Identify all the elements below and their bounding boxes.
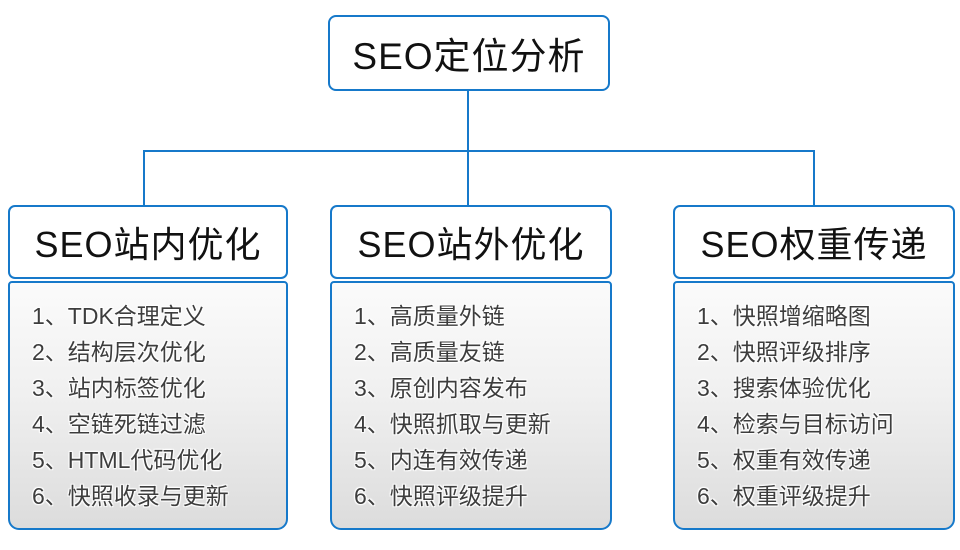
branch-onsite-list: 1、TDK合理定义 2、结构层次优化 3、站内标签优化 4、空链死链过滤 5、H…	[8, 281, 288, 530]
branch-weight-list: 1、快照增缩略图 2、快照评级排序 3、搜索体验优化 4、检索与目标访问 5、权…	[673, 281, 955, 530]
branch-offsite-header: SEO站外优化	[330, 205, 612, 279]
list-item: 3、搜索体验优化	[697, 375, 871, 401]
branch-weight-header: SEO权重传递	[673, 205, 955, 279]
branch-offsite-list: 1、高质量外链 2、高质量友链 3、原创内容发布 4、快照抓取与更新 5、内连有…	[330, 281, 612, 530]
branch-onsite-items: 1、TDK合理定义 2、结构层次优化 3、站内标签优化 4、空链死链过滤 5、H…	[32, 298, 280, 514]
list-item: 6、快照评级提升	[354, 483, 528, 509]
list-item: 2、高质量友链	[354, 339, 505, 365]
branch-offsite-items: 1、高质量外链 2、高质量友链 3、原创内容发布 4、快照抓取与更新 5、内连有…	[354, 298, 604, 514]
connector-drop-center	[467, 152, 469, 205]
branch-onsite-title: SEO站内优化	[34, 224, 262, 265]
list-item: 1、快照增缩略图	[697, 303, 871, 329]
list-item: 6、快照收录与更新	[32, 483, 229, 509]
connector-root-drop	[467, 91, 469, 152]
list-item: 1、高质量外链	[354, 303, 505, 329]
connector-drop-left	[143, 152, 145, 205]
connector-drop-right	[813, 152, 815, 205]
branch-onsite-header: SEO站内优化	[8, 205, 288, 279]
list-item: 1、TDK合理定义	[32, 303, 206, 329]
list-item: 5、HTML代码优化	[32, 447, 223, 473]
branch-offsite-title: SEO站外优化	[357, 224, 585, 265]
list-item: 2、快照评级排序	[697, 339, 871, 365]
list-item: 5、内连有效传递	[354, 447, 528, 473]
branch-onsite-optimization: SEO站内优化 1、TDK合理定义 2、结构层次优化 3、站内标签优化 4、空链…	[8, 205, 288, 530]
root-node: SEO定位分析	[328, 15, 610, 91]
root-node-title: SEO定位分析	[352, 36, 586, 77]
list-item: 3、原创内容发布	[354, 375, 528, 401]
branch-weight-title: SEO权重传递	[700, 224, 928, 265]
list-item: 2、结构层次优化	[32, 339, 206, 365]
connector-horizontal	[143, 150, 815, 152]
branch-weight-transfer: SEO权重传递 1、快照增缩略图 2、快照评级排序 3、搜索体验优化 4、检索与…	[673, 205, 955, 530]
branch-weight-items: 1、快照增缩略图 2、快照评级排序 3、搜索体验优化 4、检索与目标访问 5、权…	[697, 298, 947, 514]
list-item: 4、快照抓取与更新	[354, 411, 551, 437]
branch-offsite-optimization: SEO站外优化 1、高质量外链 2、高质量友链 3、原创内容发布 4、快照抓取与…	[330, 205, 612, 530]
list-item: 6、权重评级提升	[697, 483, 871, 509]
list-item: 5、权重有效传递	[697, 447, 871, 473]
list-item: 4、空链死链过滤	[32, 411, 206, 437]
list-item: 3、站内标签优化	[32, 375, 206, 401]
list-item: 4、检索与目标访问	[697, 411, 894, 437]
